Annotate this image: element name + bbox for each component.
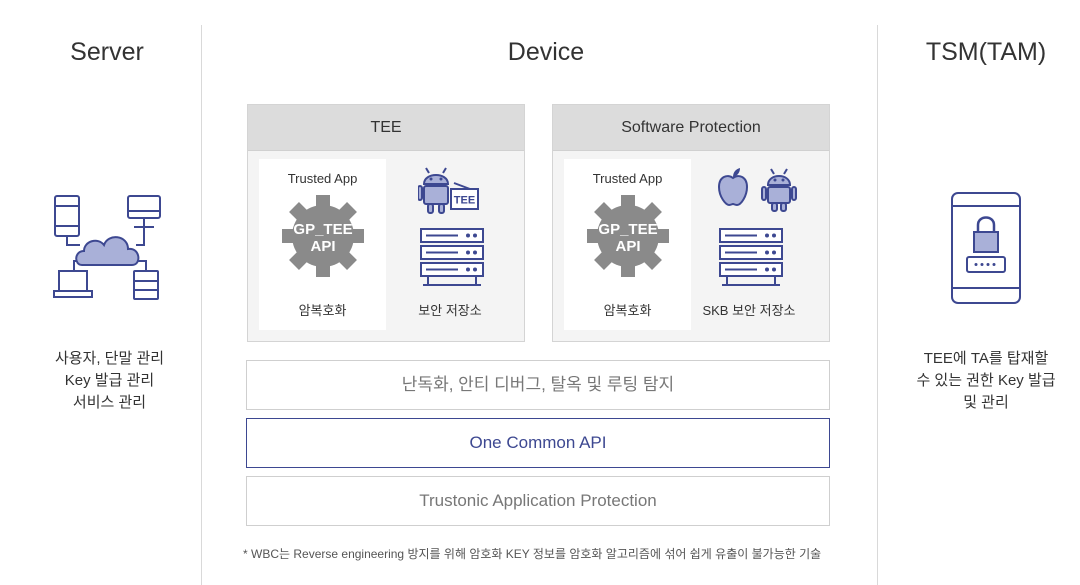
gear-icon — [282, 195, 364, 277]
gp-tee-api-label: GP_TEE API — [598, 221, 658, 255]
android-tee-icon: TEE — [418, 167, 479, 214]
locked-phone-icon — [951, 192, 1021, 304]
device-title: Device — [507, 38, 585, 66]
encryption-label: 암복호화 — [298, 303, 347, 318]
tee-panel-title: TEE — [248, 105, 524, 151]
tee-badge-text: TEE — [454, 195, 475, 207]
trusted-app-title: Trusted App — [287, 171, 358, 186]
apple-icon — [717, 168, 749, 207]
tee-panel: TEE Trusted App GP_TEE API 암복호화 — [247, 104, 525, 342]
gp-tee-api-label: GP_TEE API — [293, 221, 353, 255]
divider-right — [877, 25, 878, 585]
obfuscation-band: 난독화, 안티 디버그, 탈옥 및 루팅 탐지 — [246, 360, 830, 410]
tsm-title: TSM(TAM) — [925, 38, 1047, 66]
gear-icon — [587, 195, 669, 277]
secure-storage-label: 보안 저장소 — [418, 303, 482, 318]
android-icon — [761, 168, 797, 212]
trustonic-protection-band: Trustonic Application Protection — [246, 476, 830, 526]
server-network-icon — [53, 195, 161, 300]
server-description: 사용자, 단말 관리 Key 발급 관리 서비스 관리 — [54, 350, 165, 411]
trusted-app-title: Trusted App — [592, 171, 663, 186]
trusted-app-card: Trusted App GP_TEE API 암복호화 — [259, 159, 386, 330]
encryption-label: 암복호화 — [603, 303, 652, 318]
footnote: * WBC는 Reverse engineering 방지를 위해 암호화 KE… — [243, 547, 822, 561]
tsm-description: TEE에 TA를 탑재할 수 있는 권한 Key 발급 및 관리 — [916, 350, 1056, 411]
one-common-api-band: One Common API — [246, 418, 830, 468]
storage-rack-icon — [420, 228, 484, 286]
divider-left — [201, 25, 202, 585]
storage-rack-icon — [719, 228, 783, 286]
software-protection-panel: Software Protection Trusted App GP_TEE A… — [552, 104, 830, 342]
server-title: Server — [70, 38, 144, 66]
trusted-app-card: Trusted App GP_TEE API 암복호화 — [564, 159, 691, 330]
skb-storage-label: SKB 보안 저장소 — [702, 303, 796, 318]
software-protection-title: Software Protection — [553, 105, 829, 151]
